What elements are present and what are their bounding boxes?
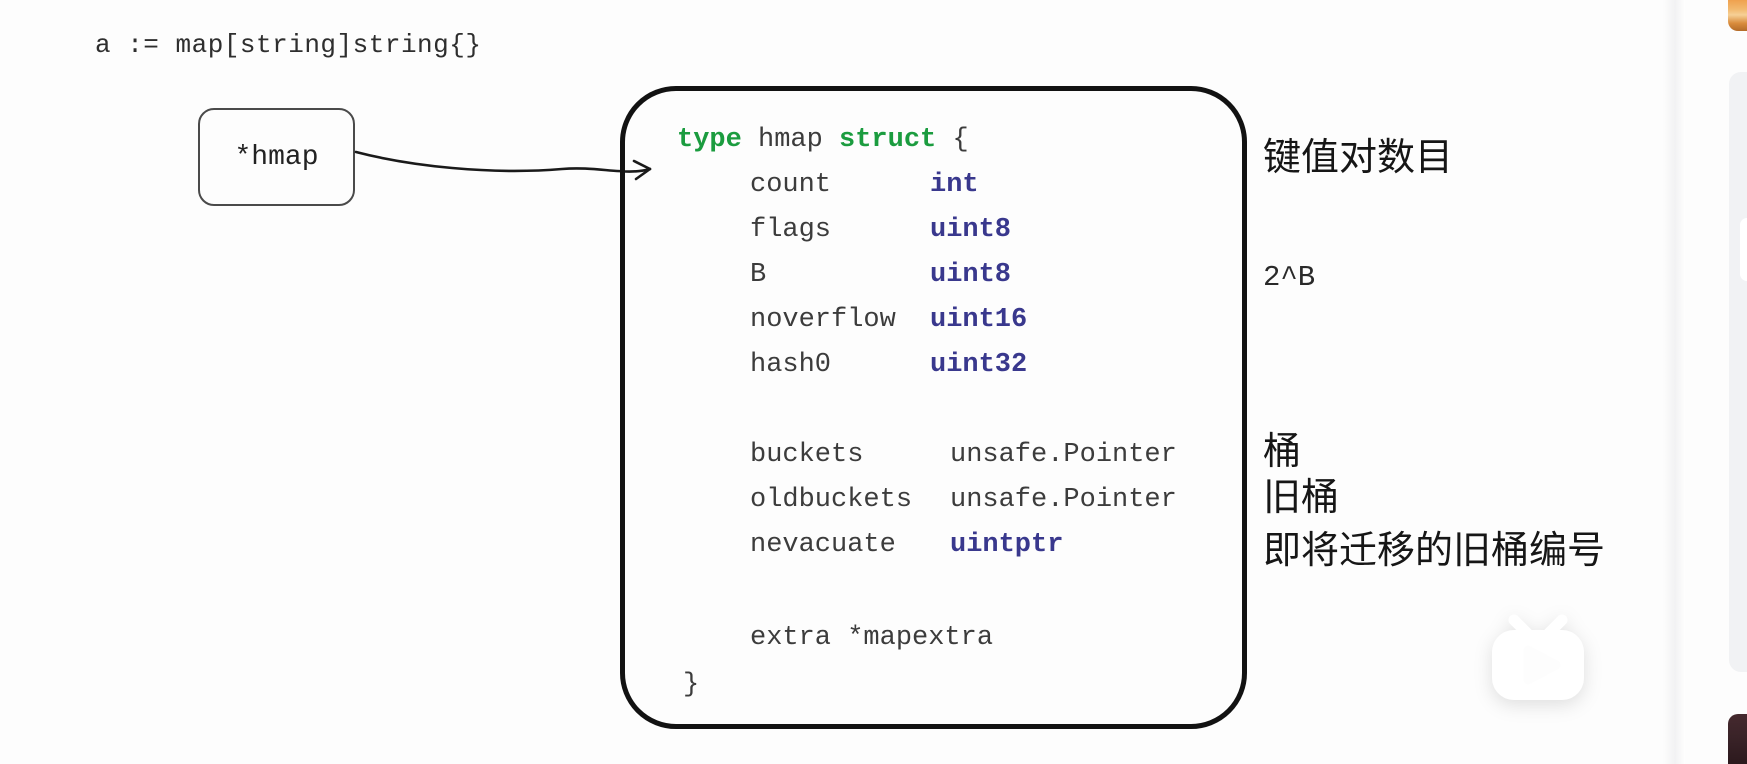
annotation-count: 键值对数目 bbox=[1263, 137, 1454, 179]
field-row-extra: extra *mapextra bbox=[750, 623, 994, 653]
hmap-pointer-box: *hmap bbox=[198, 108, 355, 206]
scrollbar-thumb[interactable] bbox=[1740, 218, 1747, 281]
video-thumbnail-edge[interactable] bbox=[1728, 714, 1747, 764]
keyword-type: type bbox=[677, 125, 742, 155]
annotation-2-pow-B: 2^B bbox=[1263, 261, 1316, 294]
struct-name: hmap bbox=[741, 125, 840, 155]
open-brace: { bbox=[936, 125, 969, 155]
map-declaration-text: a := map[string]string{} bbox=[95, 30, 482, 60]
bilibili-tv-play-watermark-icon bbox=[1492, 614, 1584, 700]
hmap-pointer-label: *hmap bbox=[234, 141, 319, 173]
annotation-buckets: 桶 bbox=[1263, 431, 1302, 473]
closing-brace: } bbox=[683, 670, 700, 700]
sidebar-panel-edge bbox=[1729, 72, 1747, 672]
annotation-oldbuckets: 旧桶 bbox=[1263, 477, 1340, 519]
struct-header-line: type hmap struct { bbox=[677, 123, 969, 157]
keyword-struct: struct bbox=[839, 125, 937, 155]
player-right-edge-shadow bbox=[1663, 0, 1685, 764]
annotation-nevacuate: 即将迁移的旧桶编号 bbox=[1263, 530, 1606, 572]
sidebar-avatar-edge[interactable] bbox=[1728, 0, 1747, 31]
